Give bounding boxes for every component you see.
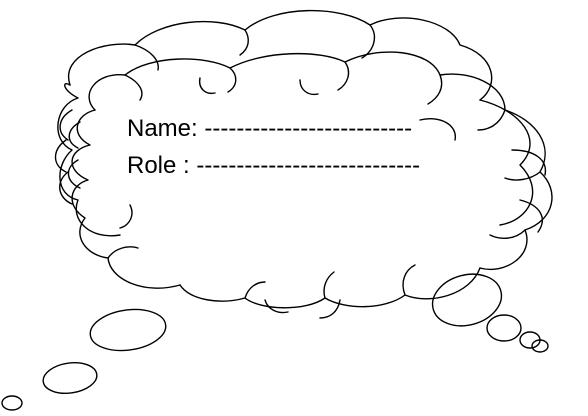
- thought-trail-bubbles: [1, 273, 549, 411]
- role-blank: ----------------------------: [196, 152, 421, 179]
- role-line: Role : ----------------------------: [127, 152, 420, 180]
- cloud-outline-strokes: [54, 77, 547, 319]
- role-label: Role :: [127, 152, 190, 179]
- name-blank: --------------------------: [204, 115, 413, 142]
- name-line: Name: --------------------------: [127, 115, 412, 143]
- cloud-front-layer: [71, 51, 553, 309]
- name-label: Name:: [127, 115, 198, 142]
- cloud-back-layer: [57, 9, 534, 237]
